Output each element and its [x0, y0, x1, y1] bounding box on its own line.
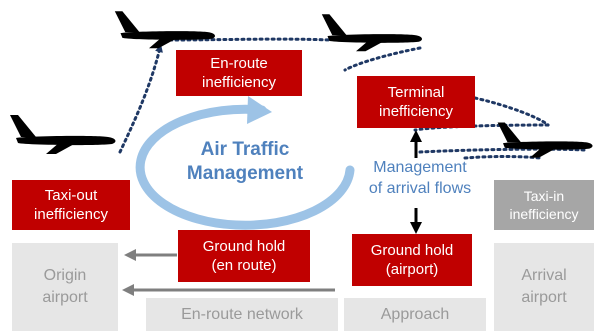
plane-icon-cruise	[321, 14, 423, 52]
arrival-airport-box: Arrival airport	[494, 243, 594, 331]
ground-hold-airport-box: Ground hold (airport)	[352, 234, 472, 286]
plane-icon-departure	[10, 115, 116, 154]
taxi-in-inefficiency-box: Taxi-in inefficiency	[494, 180, 594, 230]
en-route-network-box: En-route network	[146, 298, 338, 331]
origin-airport-box: Origin airport	[12, 243, 118, 331]
ground-hold-en-route-box: Ground hold (en route)	[178, 230, 310, 282]
atm-cycle-arrow	[135, 96, 355, 230]
taxi-out-inefficiency-box: Taxi-out inefficiency	[12, 180, 130, 230]
terminal-inefficiency-box: Terminal inefficiency	[357, 76, 475, 128]
plane-icon-climb	[114, 11, 216, 49]
en-route-inefficiency-box: En-route inefficiency	[176, 50, 302, 96]
plane-icon-arrival	[497, 122, 593, 158]
approach-box: Approach	[344, 298, 486, 331]
air-traffic-management-label: Air Traffic Management	[186, 139, 304, 184]
management-of-arrival-flows-label: Management of arrival flows	[368, 159, 472, 197]
